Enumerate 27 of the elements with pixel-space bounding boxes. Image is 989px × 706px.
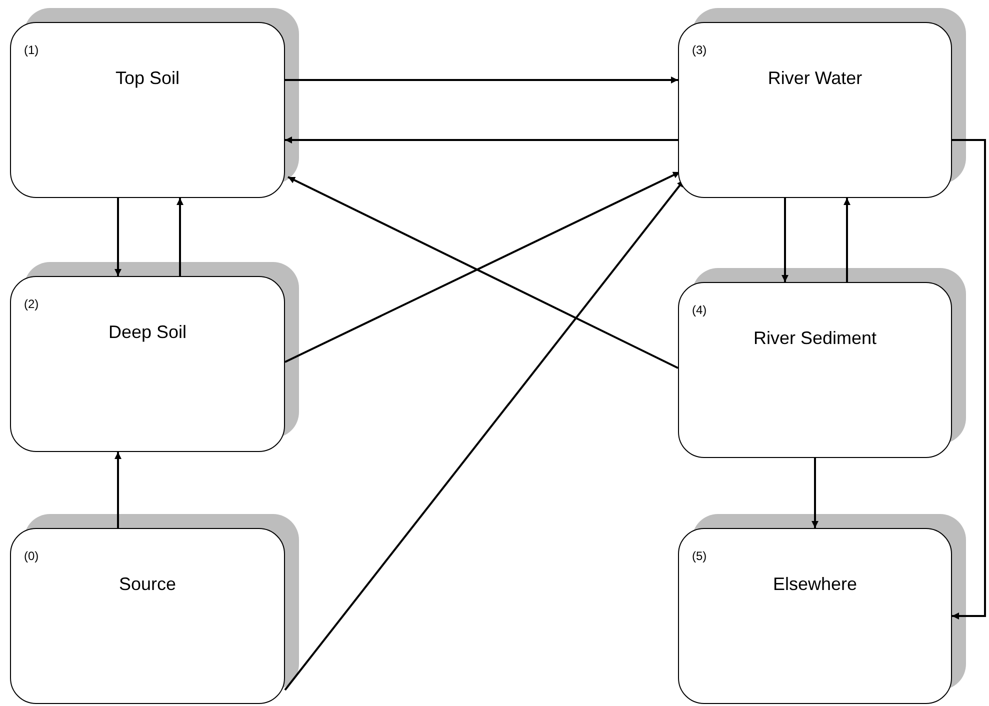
arrow	[176, 198, 184, 276]
node-number: (1)	[24, 43, 39, 57]
node-label: Elsewhere	[772, 574, 858, 595]
node-label: Source	[118, 574, 178, 595]
arrow	[952, 139, 986, 620]
node-number: (4)	[692, 303, 707, 317]
rounded-box	[10, 276, 285, 452]
arrow	[782, 198, 788, 282]
rounded-box	[10, 528, 285, 704]
rounded-box	[678, 528, 952, 704]
rounded-box	[10, 22, 285, 198]
arrow	[844, 198, 850, 282]
node-number: (3)	[692, 43, 707, 57]
arrow	[114, 452, 122, 528]
node-number: (5)	[692, 549, 707, 563]
node-label: Deep Soil	[107, 322, 188, 343]
node-label: Top Soil	[114, 68, 181, 89]
arrow	[812, 458, 818, 528]
arrow	[114, 198, 122, 276]
node-number: (0)	[24, 549, 39, 563]
rounded-box	[678, 282, 952, 458]
rounded-box	[678, 22, 952, 198]
node-label: River Water	[766, 68, 864, 89]
arrow	[285, 76, 678, 84]
node-number: (2)	[24, 297, 39, 311]
node-label: River Sediment	[752, 328, 878, 349]
arrow	[285, 136, 678, 144]
